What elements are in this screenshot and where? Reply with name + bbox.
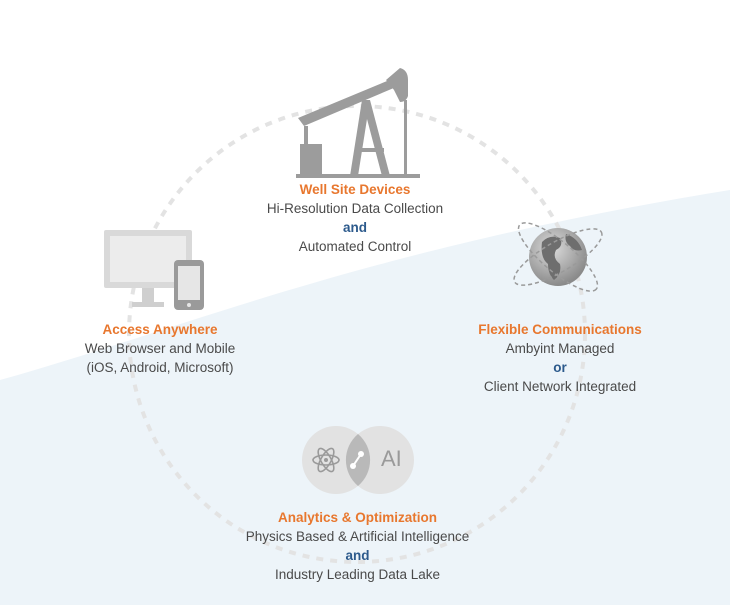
physics-ai-venn-icon bbox=[302, 426, 414, 494]
node-title: Access Anywhere bbox=[102, 322, 218, 337]
globe-icon bbox=[513, 222, 603, 292]
node-conjunction: and bbox=[345, 548, 370, 563]
node-line: Ambyint Managed bbox=[505, 341, 615, 356]
node-line: Client Network Integrated bbox=[483, 379, 637, 394]
node-line: Automated Control bbox=[298, 239, 412, 254]
atom-icon bbox=[312, 447, 340, 473]
node-line: Web Browser and Mobile bbox=[84, 341, 236, 356]
node-title: Analytics & Optimization bbox=[277, 510, 438, 525]
node-line: (iOS, Android, Microsoft) bbox=[86, 360, 234, 375]
node-line: Hi-Resolution Data Collection bbox=[266, 201, 444, 216]
node-line: Industry Leading Data Lake bbox=[274, 567, 441, 582]
ai-icon-label: AI bbox=[381, 446, 402, 471]
cycle-ring bbox=[127, 104, 587, 564]
node-title: Flexible Communications bbox=[478, 322, 642, 337]
node-line: Physics Based & Artificial Intelligence bbox=[245, 529, 470, 544]
node-conjunction: or bbox=[553, 360, 567, 375]
flexible-communications-node: Flexible Communications Ambyint Managed … bbox=[445, 320, 675, 396]
pumpjack-icon bbox=[296, 68, 420, 178]
monitor-phone-icon bbox=[104, 230, 204, 310]
access-anywhere-node: Access Anywhere Web Browser and Mobile (… bbox=[50, 320, 270, 377]
background-band bbox=[0, 190, 730, 605]
analytics-optimization-node: Analytics & Optimization Physics Based &… bbox=[215, 508, 500, 584]
node-title: Well Site Devices bbox=[299, 182, 411, 197]
well-site-devices-node: Well Site Devices Hi-Resolution Data Col… bbox=[230, 180, 480, 256]
node-conjunction: and bbox=[342, 220, 367, 235]
